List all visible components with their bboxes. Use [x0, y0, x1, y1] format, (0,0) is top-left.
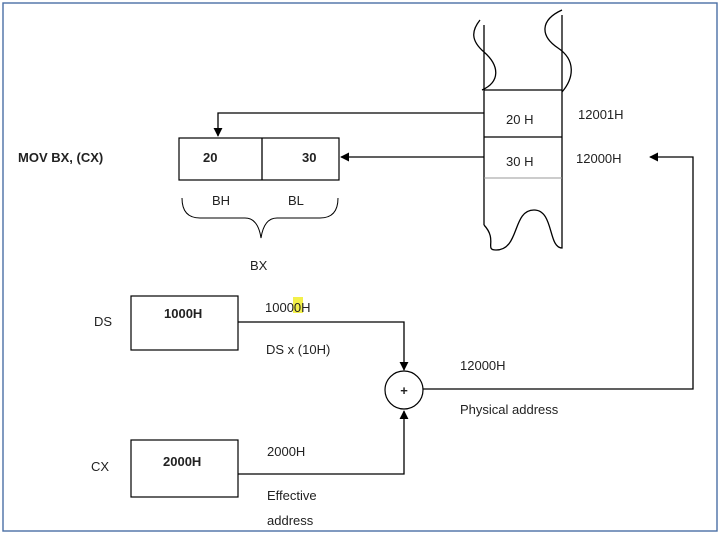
memory-cell-value-2: 30 H: [506, 154, 533, 169]
bh-label: BH: [212, 193, 230, 208]
physical-address-label: Physical address: [460, 402, 559, 417]
memory-bottom-break: [483, 209, 563, 251]
bl-value: 30: [302, 150, 316, 165]
slide-frame: [2, 2, 718, 532]
arrow-ds-to-adder: [238, 321, 409, 371]
instruction-text: MOV BX, (CX): [18, 150, 103, 165]
adder-circle: [384, 370, 424, 410]
cx-effective-value: 2000H: [267, 444, 305, 459]
arrow-to-bh: [213, 112, 484, 137]
arrow-cx-to-adder: [238, 410, 409, 475]
cx-value: 2000H: [163, 454, 201, 469]
adder-symbol: +: [400, 383, 408, 398]
memory-address-2: 12000H: [576, 151, 622, 166]
memory-cell-value-1: 20 H: [506, 112, 533, 127]
ds-label: DS: [94, 314, 112, 329]
ds-shifted-value: 10000H: [265, 300, 311, 315]
bh-value: 20: [203, 150, 217, 165]
ds-shift-note: DS x (10H): [266, 342, 330, 357]
memory-address-1: 12001H: [578, 107, 624, 122]
bx-label: BX: [250, 258, 268, 273]
bl-label: BL: [288, 193, 304, 208]
memory-top-break: [473, 9, 572, 93]
ds-register-box: [130, 295, 239, 351]
cx-register-box: [130, 439, 239, 498]
bx-brace: [181, 197, 339, 239]
arrow-physical-to-memory: [423, 152, 694, 390]
cx-label: CX: [91, 459, 109, 474]
ds-value: 1000H: [164, 306, 202, 321]
effective-note-line2: address: [267, 513, 314, 528]
highlight-mark: [293, 297, 303, 313]
physical-address-value: 12000H: [460, 358, 506, 373]
effective-note-line1: Effective: [267, 488, 317, 503]
bx-register-box: [178, 137, 340, 181]
